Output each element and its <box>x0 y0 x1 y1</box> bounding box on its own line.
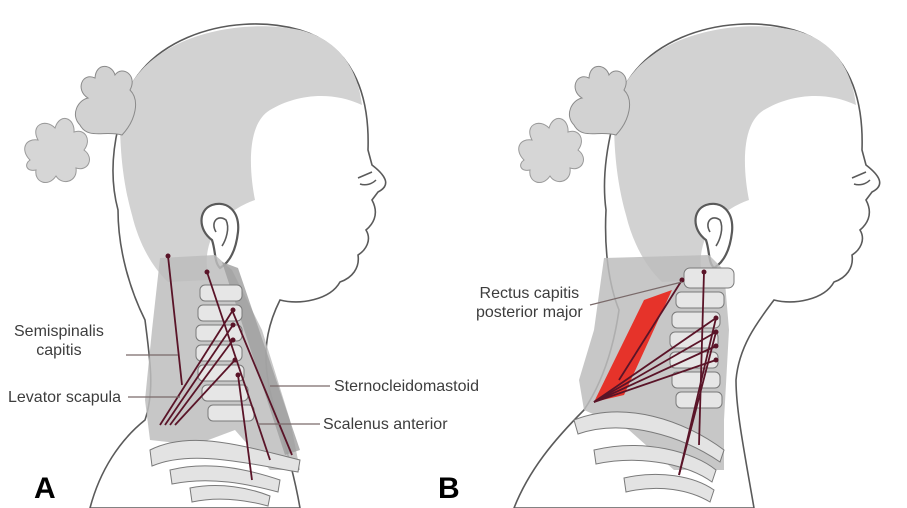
rectus-capitis-posterior-major-label: Rectus capitis posterior major <box>476 284 583 322</box>
rectus-label-line1: Rectus capitis <box>476 284 583 303</box>
levator-scapula-label: Levator scapula <box>8 388 121 407</box>
hair-bun-wisps <box>25 118 90 182</box>
semispinalis-capitis-label: Semispinalis capitis <box>14 322 104 360</box>
semispinalis-label-line1: Semispinalis <box>14 322 104 341</box>
hair-bun <box>569 66 629 135</box>
panel-a: Semispinalis capitis Levator scapula Ste… <box>0 0 453 508</box>
rectus-label-line2: posterior major <box>476 303 583 322</box>
panel-b-illustration <box>454 0 907 508</box>
panel-b-letter: B <box>438 472 460 506</box>
hair-bun <box>75 66 135 135</box>
semispinalis-label-line2: capitis <box>14 341 104 360</box>
panel-a-letter: A <box>34 472 56 506</box>
hair-bun-wisps <box>519 118 584 182</box>
scalenus-anterior-label: Scalenus anterior <box>323 415 448 434</box>
panel-b: Rectus capitis posterior major B <box>454 0 907 508</box>
